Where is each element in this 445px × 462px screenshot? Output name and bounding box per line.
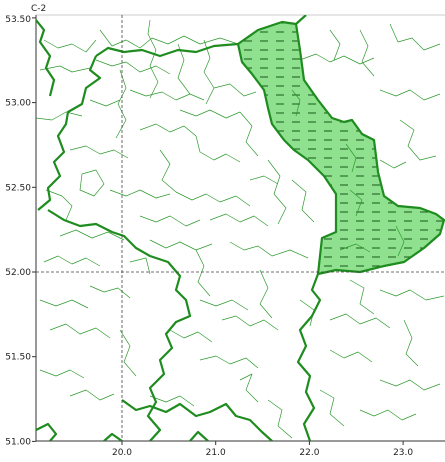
y-tick-label: 52.00 (5, 268, 31, 278)
province-borders (36, 15, 445, 441)
panel-label: C-2 (31, 4, 46, 14)
y-tick-label: 53.50 (5, 15, 31, 25)
y-tick-label: 52.50 (5, 183, 31, 193)
highlighted-region-outline (236, 20, 445, 276)
y-tick-label: 51.00 (5, 437, 31, 447)
x-tick-label: 20.0 (112, 448, 132, 458)
x-axis: 20.0 21.0 22.0 23.0 (112, 441, 413, 458)
y-axis: 53.50 53.00 52.50 52.00 51.50 51.00 (5, 15, 36, 447)
highlighted-region-hatch (238, 22, 444, 274)
x-tick-label: 23.0 (393, 448, 413, 458)
district-borders (36, 19, 445, 439)
y-tick-label: 53.00 (5, 99, 31, 109)
crosshair (36, 15, 445, 441)
x-tick-label: 21.0 (206, 448, 226, 458)
y-tick-label: 51.50 (5, 353, 31, 363)
x-tick-label: 22.0 (299, 448, 319, 458)
